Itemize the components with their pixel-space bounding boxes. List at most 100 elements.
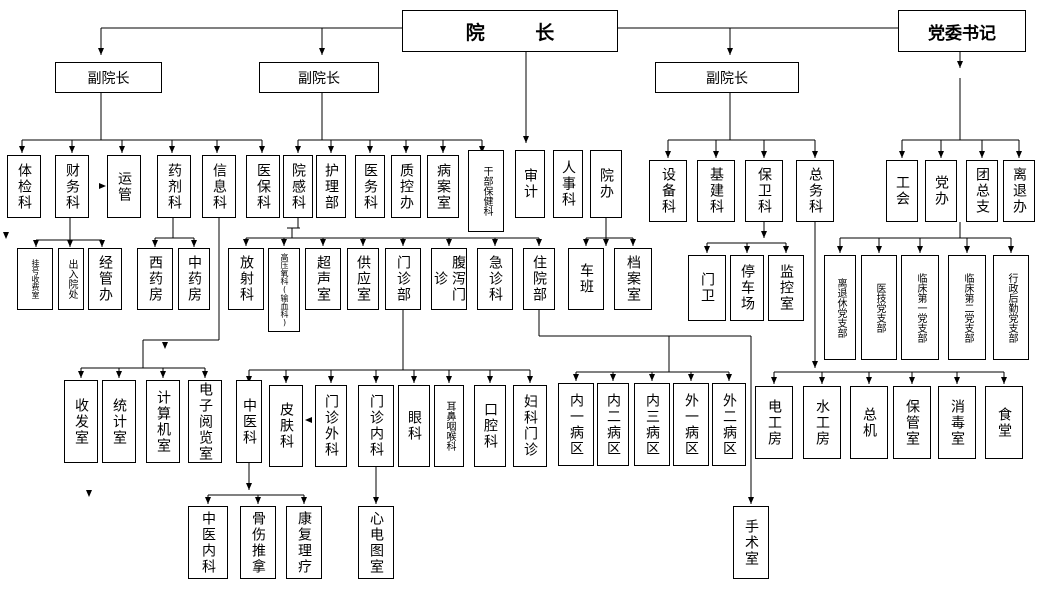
unit-internal-2: 内二病区 [597, 383, 629, 466]
unit-e-reading: 电子阅览室 [188, 380, 222, 463]
arrowhead [169, 146, 175, 153]
arrowhead [761, 231, 767, 238]
arrowhead [957, 61, 963, 68]
arrowhead [487, 376, 493, 383]
unit-discharge: 出入院处 [58, 248, 84, 310]
dept-label: 病案室 [435, 162, 451, 211]
dept-retirement: 离退办 [1003, 160, 1035, 222]
dept-info: 信息科 [202, 155, 236, 218]
unit-label: 骨伤推拿 [250, 510, 266, 575]
unit-label: 临床第一党支部 [915, 272, 926, 343]
dept-medical-affairs: 医务科 [355, 155, 385, 218]
arrowhead [665, 151, 671, 158]
unit-retired-branch: 离退休党支部 [824, 255, 856, 360]
arrowhead [99, 183, 106, 189]
arrowhead [630, 239, 636, 246]
unit-internal-1: 内一病区 [558, 383, 594, 466]
unit-clinical-1-branch: 临床第一党支部 [901, 255, 939, 360]
unit-inpatient: 住院部 [523, 248, 555, 310]
dept-medical-records: 病案室 [427, 155, 459, 218]
arrowhead [603, 239, 609, 246]
president-box: 院 长 [402, 10, 618, 52]
arrowhead [819, 377, 825, 384]
unit-surgery-2: 外二病区 [712, 383, 746, 466]
unit-label: 水工房 [814, 398, 830, 447]
arrowhead [573, 374, 579, 381]
unit-label: 停车场 [739, 264, 755, 312]
arrowhead [205, 497, 211, 504]
unit-internal-3: 内三病区 [634, 383, 670, 466]
arrowhead [812, 151, 818, 158]
unit-outpatient: 门诊部 [385, 248, 421, 310]
unit-ent: 耳鼻咽喉科 [434, 385, 464, 467]
unit-label: 皮肤科 [278, 402, 294, 450]
unit-label: 统计室 [111, 397, 127, 446]
vice-president-box: 副院长 [55, 62, 162, 93]
unit-label: 外一病区 [683, 392, 699, 457]
unit-label: 档案室 [625, 255, 641, 303]
arrowhead [19, 146, 25, 153]
arrowhead [281, 239, 287, 246]
stray-arrow-mark [86, 490, 92, 497]
dept-party-office: 党办 [925, 160, 957, 222]
arrowhead [152, 240, 158, 247]
unit-computer-room: 计算机室 [146, 380, 180, 463]
arrowhead [69, 146, 75, 153]
arrowhead [301, 497, 307, 504]
unit-label: 急诊科 [487, 255, 503, 303]
unit-storage: 保管室 [893, 386, 931, 459]
dept-security: 保卫科 [745, 160, 783, 222]
arrowhead [373, 376, 379, 383]
arrowhead [479, 146, 485, 153]
unit-label: 计算机室 [155, 389, 171, 454]
unit-charge-room: 挂号收费室 [17, 248, 53, 310]
arrowhead [1008, 246, 1014, 253]
arrowhead [748, 497, 754, 504]
dept-label: 质控办 [398, 162, 414, 211]
unit-label: 门诊部 [395, 255, 411, 303]
unit-ecg-room: 心电图室 [358, 506, 394, 579]
unit-clinical-2-branch: 临床第二党支部 [948, 255, 986, 360]
unit-archives: 档案室 [614, 248, 652, 310]
unit-emergency: 急诊科 [477, 248, 513, 310]
dept-label: 财务科 [64, 162, 80, 211]
arrowhead [33, 240, 39, 247]
dept-construction: 基建科 [697, 160, 735, 222]
unit-label: 手术室 [743, 518, 759, 567]
unit-economic-mgmt: 经管办 [88, 248, 122, 310]
unit-disinfection: 消毒室 [938, 386, 976, 459]
arrowhead [704, 246, 710, 253]
unit-label: 中药房 [186, 255, 202, 303]
arrowhead [917, 246, 923, 253]
dept-youth-league: 团总支 [966, 160, 998, 222]
unit-label: 内三病区 [644, 392, 660, 457]
arrowhead [446, 376, 452, 383]
arrowhead [954, 377, 960, 384]
arrowhead [283, 376, 289, 383]
unit-rehab-therapy: 康复理疗 [286, 506, 322, 579]
unit-monitoring: 监控室 [768, 255, 804, 321]
unit-label: 妇科门诊 [522, 394, 538, 458]
unit-radiology: 放射科 [228, 248, 264, 310]
dept-medical-insurance: 医保科 [246, 155, 280, 218]
unit-tcm-internal: 中医内科 [188, 506, 228, 579]
unit-label: 保管室 [904, 398, 920, 447]
unit-label: 心电图室 [368, 510, 384, 575]
unit-label: 门卫 [699, 272, 715, 304]
dept-label: 离退办 [1011, 167, 1027, 215]
arrowhead [214, 146, 220, 153]
arrowhead [411, 376, 417, 383]
unit-operating-room: 手术室 [733, 506, 769, 579]
unit-chinese-pharmacy: 中药房 [178, 248, 210, 310]
arrowhead [328, 146, 334, 153]
unit-label: 眼科 [406, 410, 422, 442]
arrowhead [713, 151, 719, 158]
vice-president-box: 副院长 [259, 62, 379, 93]
unit-parking: 停车场 [730, 255, 764, 321]
unit-electrician: 电工房 [755, 386, 793, 459]
unit-label: 西药房 [147, 255, 163, 303]
arrowhead [523, 136, 529, 143]
dept-union: 工会 [886, 160, 918, 222]
